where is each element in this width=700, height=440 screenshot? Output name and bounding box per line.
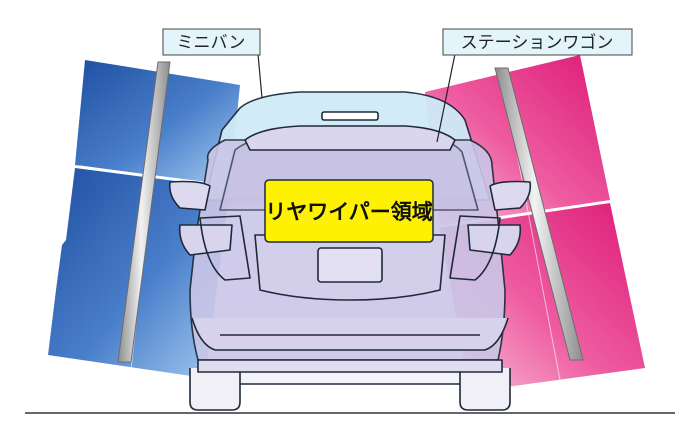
- rear-wiper-area-box: リヤワイパー領域: [264, 179, 434, 243]
- parking-pole-right: [494, 67, 584, 361]
- tire-left: [189, 368, 241, 411]
- license-plate: [317, 247, 383, 283]
- rear-wiper-area-label: リヤワイパー領域: [265, 200, 433, 224]
- tire-right: [459, 368, 511, 411]
- station-wagon-label: ステーションワゴン: [461, 32, 614, 53]
- callout-station-wagon: ステーションワゴン: [436, 28, 633, 143]
- callout-minivan: ミニバン: [162, 28, 263, 99]
- minivan-label: ミニバン: [177, 33, 246, 53]
- parking-pole-left: [117, 61, 171, 363]
